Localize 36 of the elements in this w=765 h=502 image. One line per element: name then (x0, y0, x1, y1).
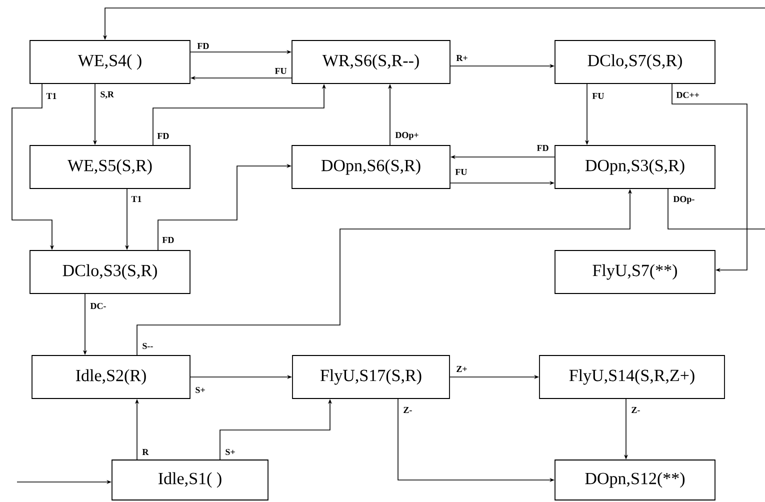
edge-label: FD (156, 132, 170, 140)
state-box: DOpn,S12(**) (554, 460, 716, 500)
edge-label: T1 (130, 195, 143, 203)
state-box: WE,S5(S,R) (30, 145, 190, 189)
state-box: Idle,S1( ) (112, 460, 268, 500)
state-box: WE,S4( ) (30, 40, 190, 84)
state-box: FlyU,S7(**) (554, 250, 716, 294)
edge-label: FU (274, 67, 288, 75)
edge-label: FU (454, 168, 468, 176)
edge-label: S+ (194, 386, 206, 394)
edge-label: Z- (630, 406, 642, 414)
edge-label: FD (196, 42, 210, 50)
state-box: WR,S6(S,R--) (292, 40, 450, 84)
arrow (672, 84, 748, 272)
edge-label: S,R (99, 90, 115, 100)
edge-label: S+ (224, 448, 236, 456)
state-box: DClo,S7(S,R) (554, 40, 716, 84)
edge-label: FU (591, 92, 606, 100)
edge-label: FD (536, 144, 550, 152)
edge-label: DOp+ (394, 131, 420, 141)
edge-label: Z- (402, 406, 414, 414)
state-box: DOpn,S6(S,R) (292, 145, 450, 189)
state-box: Idle,S2(R) (32, 355, 190, 399)
edge-label: S-- (141, 342, 154, 350)
edge-label: DC- (89, 302, 108, 310)
state-box: FlyU,S14(S,R,Z+) (539, 355, 725, 399)
edge-label: R (141, 448, 150, 456)
edge-label: DOp- (672, 195, 696, 205)
edge-label: FD (161, 236, 176, 244)
edge-label: T1 (45, 92, 58, 100)
state-box: DClo,S3(S,R) (30, 250, 190, 294)
state-box: FlyU,S17(S,R) (292, 355, 450, 399)
edge-label: R+ (455, 54, 469, 62)
state-box: DOpn,S3(S,R) (554, 145, 716, 189)
edge-label: DC++ (675, 90, 700, 100)
edge-label: Z+ (455, 365, 468, 373)
